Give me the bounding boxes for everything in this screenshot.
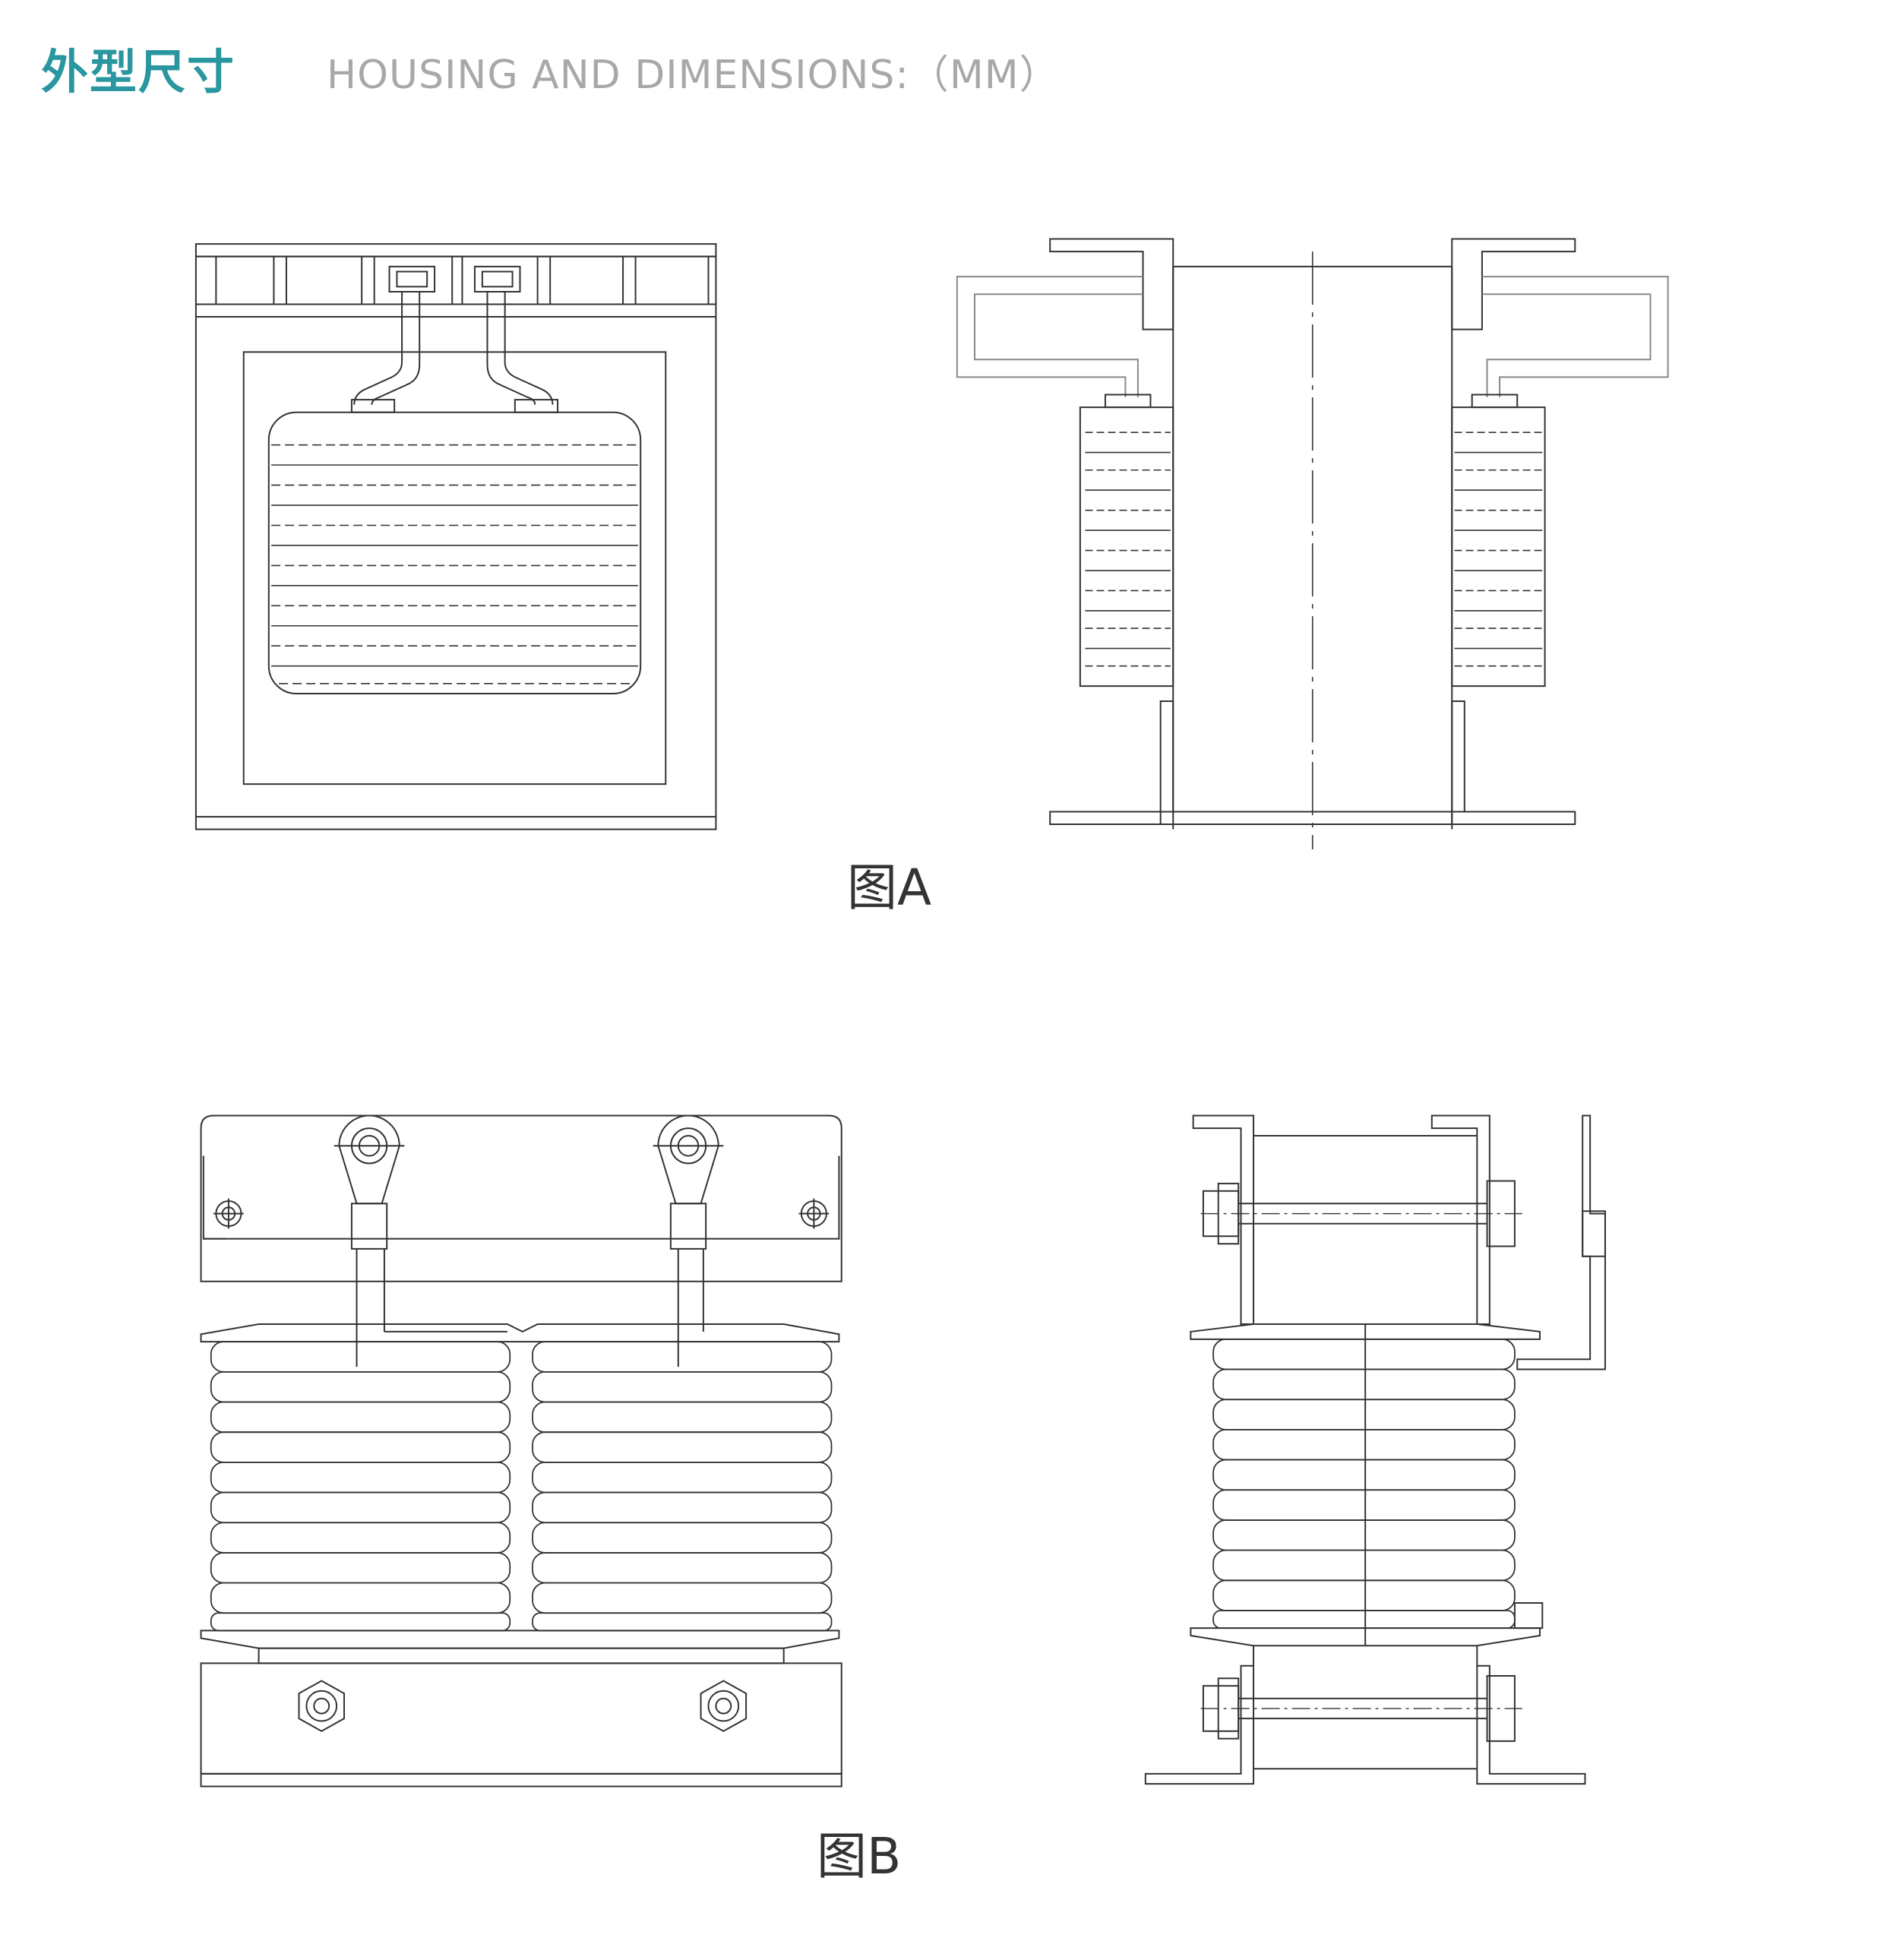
figure-b-front-view (201, 1116, 842, 1787)
figure-a-side-view (957, 239, 1668, 850)
figure-a-front-view (196, 244, 716, 829)
figure-a-label: 图A (847, 858, 932, 917)
section-title-en: HOUSING AND DIMENSIONS:（MM） (327, 52, 1060, 98)
section-title-cn: 外型尺寸 (41, 44, 236, 100)
figure-b-label: 图B (817, 1827, 902, 1886)
figure-b-side-view (1146, 1116, 1605, 1785)
page-header: 外型尺寸 HOUSING AND DIMENSIONS:（MM） (0, 0, 1884, 122)
